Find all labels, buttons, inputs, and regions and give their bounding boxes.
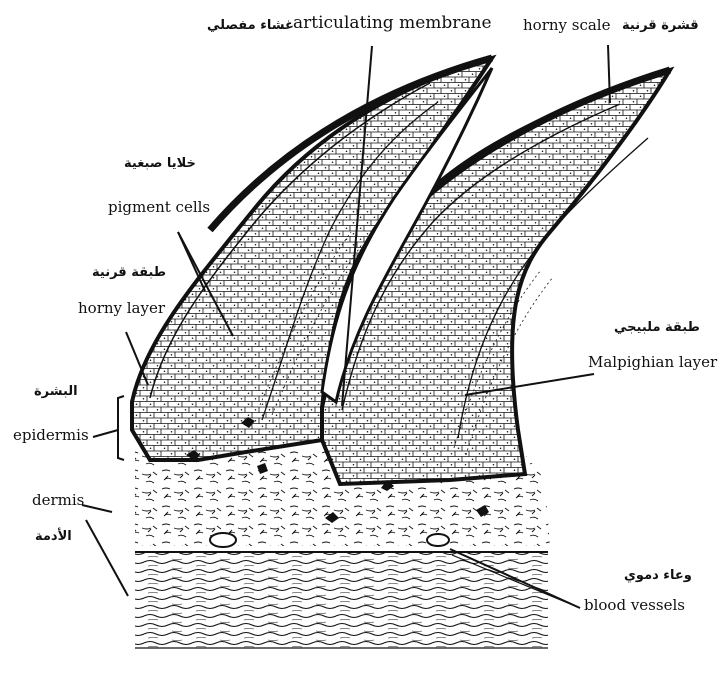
pigment-cells-label: pigment cells bbox=[108, 200, 210, 215]
horny-scale-label: horny scale bbox=[523, 18, 610, 33]
blood-vessels-ar: وعاء دموي bbox=[624, 569, 692, 582]
dermis-ar: الأدمة bbox=[35, 530, 72, 543]
horny-layer-ar: طبقة قرنية bbox=[92, 266, 166, 279]
epidermis-label: epidermis bbox=[13, 428, 89, 443]
blood-vessel-outline-right bbox=[427, 534, 449, 546]
epidermis-ar: البشرة bbox=[34, 385, 78, 398]
malpighian-layer-ar: طبقة ملبيجي bbox=[614, 321, 700, 334]
horny-scale-ar: قشرة قرنية bbox=[622, 19, 699, 32]
articulating-membrane-label: articulating membrane bbox=[293, 15, 492, 32]
horny-layer-label: horny layer bbox=[78, 301, 165, 316]
blood-vessel-outline-left bbox=[210, 533, 236, 547]
blood-vessels-label: blood vessels bbox=[584, 598, 685, 613]
articulating-membrane-ar: غشاء مفصلي bbox=[207, 19, 294, 32]
pigment-cells-ar: خلايا صبغية bbox=[124, 157, 196, 170]
dermis-label: dermis bbox=[32, 493, 84, 508]
malpighian-layer-label: Malpighian layer bbox=[588, 355, 717, 370]
